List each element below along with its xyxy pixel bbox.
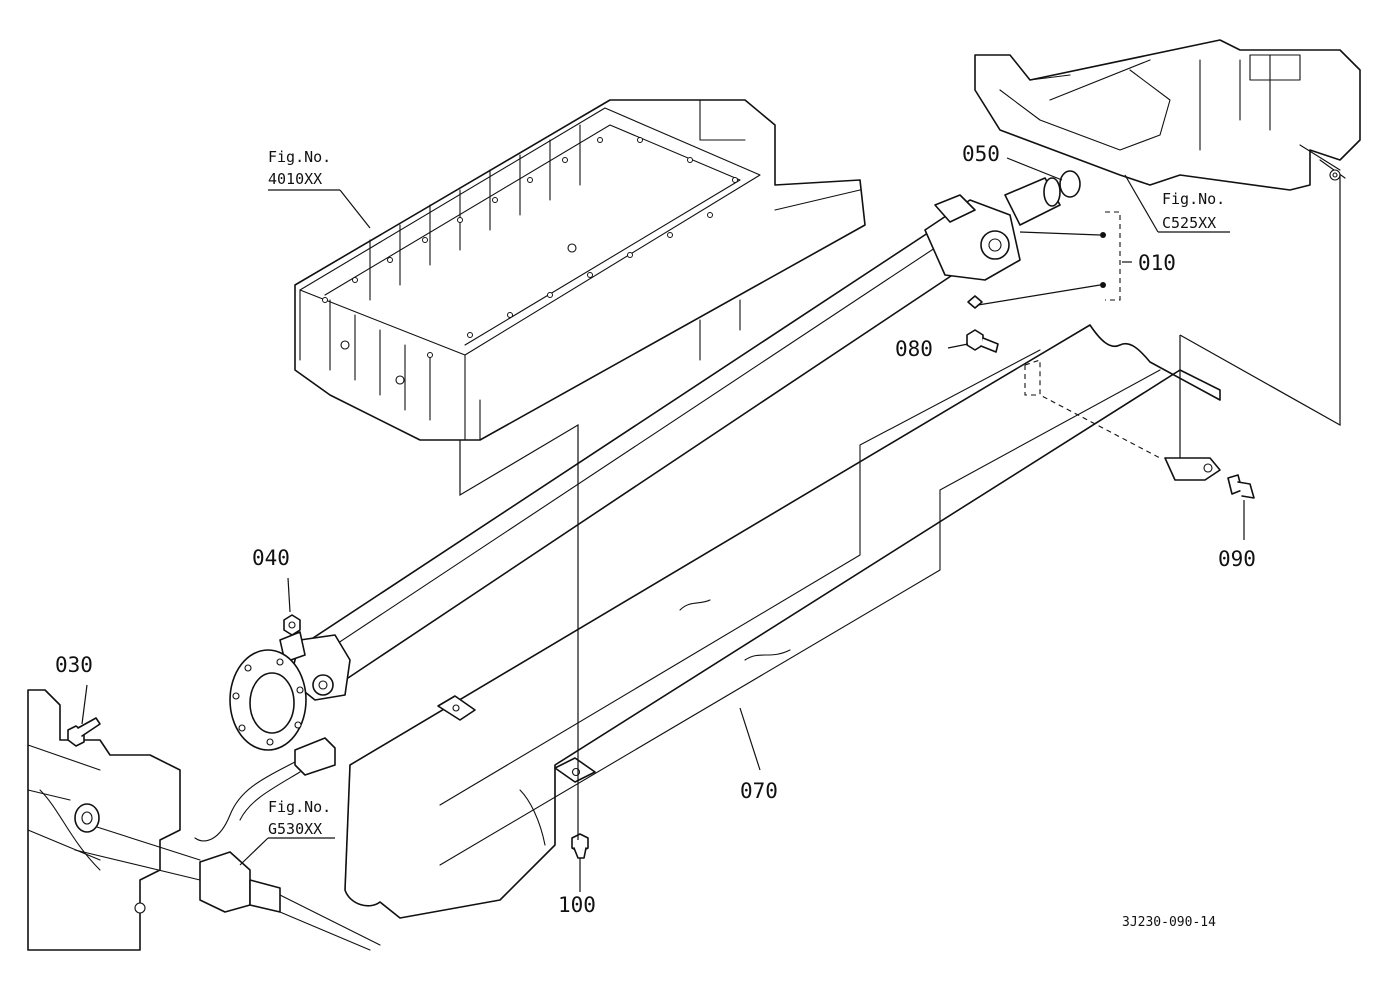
part-label-030: 030 bbox=[55, 653, 93, 677]
part-label-010: 010 bbox=[1138, 251, 1176, 275]
drawing-code: 3J230-090-14 bbox=[1122, 915, 1216, 930]
fig-ref-housing-line1: Fig.No. bbox=[1162, 190, 1225, 208]
propeller-shaft-010 bbox=[229, 177, 1061, 751]
shaft-cover-070 bbox=[344, 324, 1221, 919]
oil-pan-assembly bbox=[294, 99, 866, 441]
fig-ref-front-axle-line1: Fig.No. bbox=[268, 798, 331, 816]
part-label-050: 050 bbox=[962, 142, 1000, 166]
bolt-080 bbox=[966, 329, 999, 353]
bolt-090 bbox=[1227, 474, 1255, 499]
fig-ref-oil-pan-line2: 4010XX bbox=[268, 170, 322, 188]
nut-040 bbox=[283, 614, 301, 636]
fig-ref-front-axle-line2: G530XX bbox=[268, 820, 322, 838]
part-label-080: 080 bbox=[895, 337, 933, 361]
bolt-100 bbox=[571, 833, 589, 859]
part-label-040: 040 bbox=[252, 546, 290, 570]
fig-ref-housing-line2: C525XX bbox=[1162, 214, 1216, 232]
front-coupling bbox=[194, 737, 336, 842]
front-axle-assembly bbox=[27, 689, 381, 951]
fig-ref-oil-pan-line1: Fig.No. bbox=[268, 148, 331, 166]
part-label-090: 090 bbox=[1218, 547, 1256, 571]
o-ring-050 bbox=[1059, 170, 1081, 198]
bolt-030 bbox=[67, 717, 101, 747]
leader-lines bbox=[81, 157, 1341, 892]
transmission-housing bbox=[974, 39, 1361, 191]
part-label-100: 100 bbox=[558, 893, 596, 917]
part-label-070: 070 bbox=[740, 779, 778, 803]
